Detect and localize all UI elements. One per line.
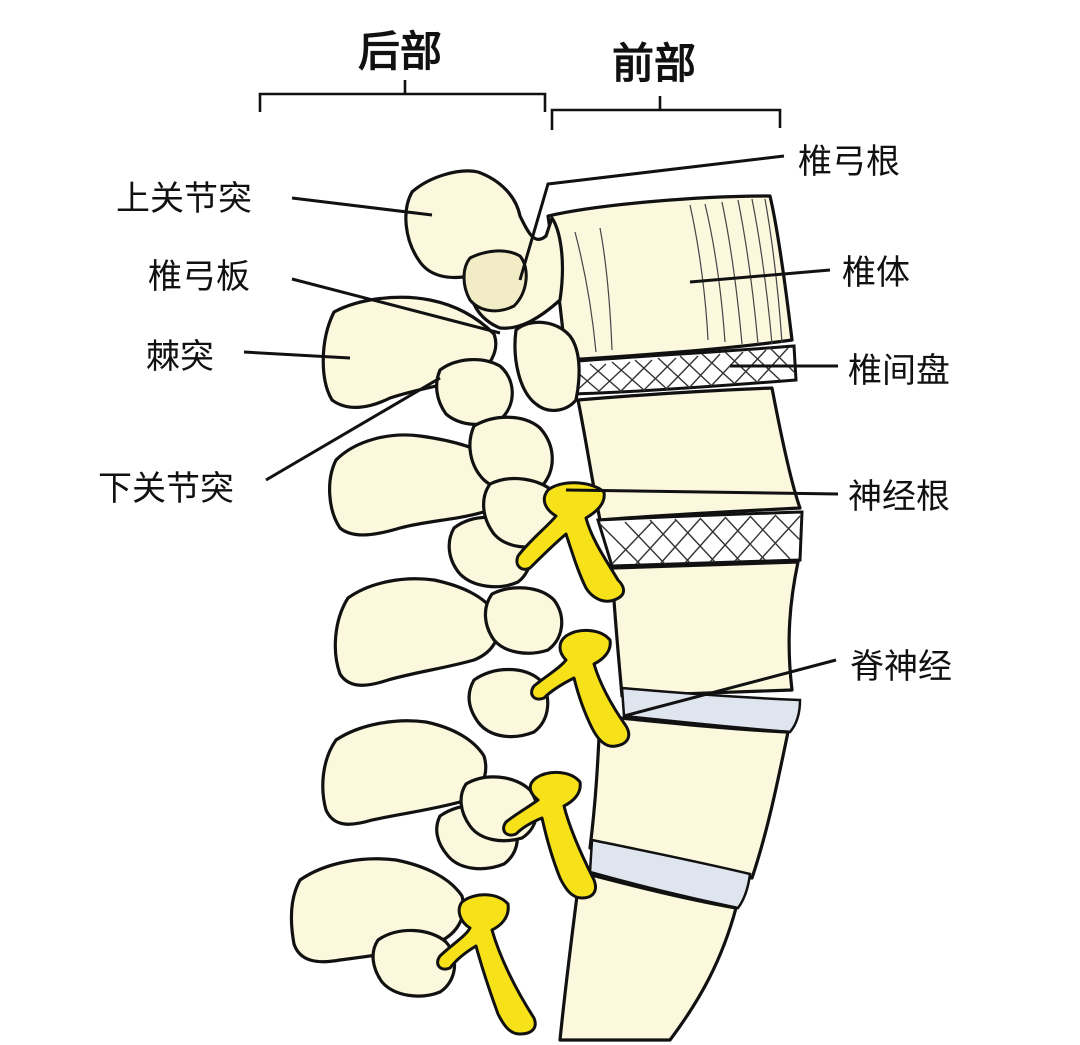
inferior-articular-process-1 (513, 320, 581, 412)
inferior-articular-process-3 (483, 586, 564, 655)
label-nerve-root: 神经根 (848, 477, 950, 517)
posterior-elements (289, 169, 581, 998)
inferior-articular-process-5 (371, 928, 457, 998)
pointer-inferior-articular (265, 376, 441, 482)
pointer-vertebral-body (689, 268, 831, 284)
nerves (436, 481, 631, 1036)
pedicle (462, 249, 528, 313)
posterior-header: 后部 (358, 27, 442, 76)
pointer-nerve-root (565, 488, 839, 496)
label-spinal-nerve: 脊神经 (850, 647, 952, 687)
spinal-nerve-4 (436, 893, 537, 1036)
labels: 上关节突 椎弓板 棘突 下关节突 椎弓根 椎体 椎间盘 神经根 脊神经 (98, 142, 952, 687)
vertebral-body-5 (558, 870, 738, 1042)
label-vertebral-body: 椎体 (842, 253, 910, 293)
pointer-pedicle (518, 154, 785, 281)
anterior-bracket (550, 96, 782, 130)
vertebral-body-2 (576, 386, 802, 522)
label-spinous-process: 棘突 (146, 337, 214, 377)
facet-joint-3 (467, 668, 550, 739)
pointer-lamina (291, 277, 501, 335)
disc-4 (588, 838, 752, 910)
pointer-superior-articular (291, 196, 433, 217)
spinous-process-3 (333, 577, 501, 687)
spinal-nerve-3 (502, 771, 597, 900)
vertebral-bodies (546, 194, 804, 1042)
label-pedicle: 椎弓根 (798, 142, 900, 182)
nerve-root-1 (515, 481, 625, 603)
facet-joint-1 (435, 358, 514, 426)
vertebral-body-1 (546, 194, 794, 362)
pointer-spinal-nerve (623, 658, 837, 718)
label-superior-articular-process: 上关节突 (116, 179, 252, 219)
label-lamina: 椎弓板 (148, 257, 250, 297)
pointer-spinous (243, 350, 351, 360)
label-inferior-articular-process: 下关节突 (98, 469, 234, 509)
anterior-header: 前部 (612, 39, 696, 88)
disc-1 (564, 344, 798, 396)
spinal-nerve-2 (530, 629, 631, 748)
leader-lines (243, 154, 839, 718)
vertebral-body-4 (588, 714, 790, 880)
vertebral-body-3 (610, 560, 800, 698)
label-intervertebral-disc: 椎间盘 (848, 351, 950, 391)
posterior-bracket (258, 80, 547, 112)
